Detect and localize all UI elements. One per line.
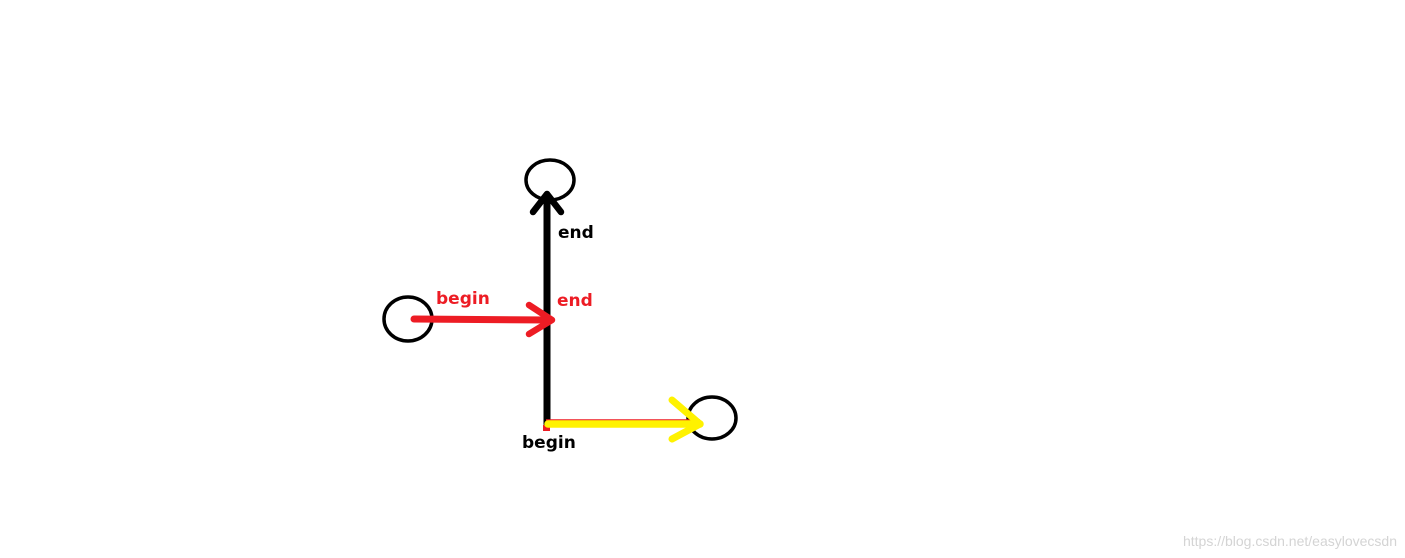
label-black-end: end	[558, 223, 594, 243]
label-black-begin: begin	[522, 433, 576, 453]
watermark-text: https://blog.csdn.net/easylovecsdn	[1182, 533, 1397, 549]
label-red-end: end	[557, 291, 593, 311]
yellow-arrow	[544, 396, 704, 443]
black-arrow	[529, 190, 565, 428]
label-red-begin: begin	[436, 289, 490, 309]
begin-marker	[543, 425, 550, 431]
red-arrow	[410, 301, 556, 338]
